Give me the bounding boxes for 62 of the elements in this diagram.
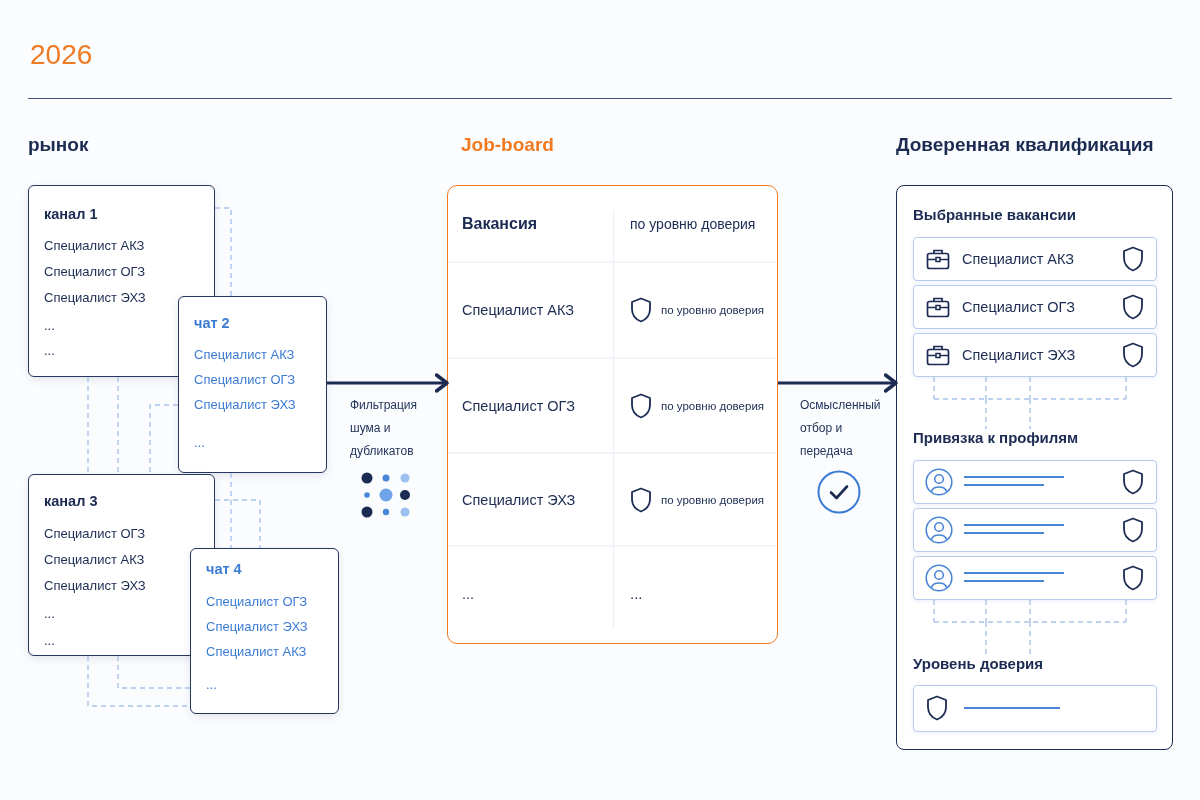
list-item: Специалист ЭХЗ — [206, 618, 308, 636]
dashed-connector — [933, 376, 1127, 430]
column-header: Вакансия — [462, 215, 538, 233]
trust-level-card — [913, 685, 1157, 732]
column-heading: рынок — [28, 133, 89, 157]
column-header: по уровню доверия — [630, 215, 756, 233]
list-item: Специалист ЭХЗ — [44, 577, 146, 595]
section-heading: Уровень доверия — [913, 655, 1044, 673]
column-heading: Доверенная квалификация — [896, 133, 1154, 157]
dashed-connector — [149, 404, 179, 475]
dashed-connector — [117, 376, 119, 475]
vacancy-name: Специалист ОГЗ — [462, 396, 575, 415]
vacancy-card — [913, 285, 1157, 329]
ellipsis-text: ... — [630, 585, 643, 603]
trust-level-label: по уровню доверия — [661, 303, 765, 318]
card-title: канал 3 — [44, 492, 98, 510]
section-heading: Привязка к профилям — [913, 429, 1079, 447]
card-title: чат 4 — [206, 560, 242, 578]
vacancy-card — [913, 333, 1157, 377]
chat-card — [178, 296, 327, 473]
ellipsis-text: ... — [462, 585, 475, 603]
vacancy-name: Специалист ЭХЗ — [462, 490, 576, 509]
list-item: Специалист ОГЗ — [206, 593, 308, 611]
dashed-connector — [214, 207, 232, 297]
page-title: 2026 — [30, 38, 93, 72]
ellipsis-text: ... — [44, 632, 55, 650]
list-item: Специалист ОГЗ — [44, 263, 146, 281]
trust-level-label: по уровню доверия — [661, 492, 765, 508]
vacancy-name: Специалист ОГЗ — [962, 297, 1075, 316]
card-title: чат 2 — [194, 314, 230, 332]
vacancy-name: Специалист АКЗ — [962, 249, 1075, 268]
dashed-connector — [214, 499, 261, 549]
column-heading: Job-board — [461, 133, 554, 157]
dashed-connector — [230, 472, 232, 549]
dashed-connector — [87, 376, 89, 475]
ellipsis-text: ... — [44, 605, 55, 623]
profile-card — [913, 508, 1157, 552]
list-item: Специалист ЭХЗ — [194, 396, 296, 414]
list-item: Специалист АКЗ — [44, 237, 145, 255]
list-item: Специалист ОГЗ — [44, 525, 146, 543]
arrow — [327, 373, 449, 393]
list-item: Специалист ОГЗ — [194, 371, 296, 389]
profile-card — [913, 556, 1157, 600]
ellipsis-text: ... — [44, 317, 55, 335]
list-item: Специалист ЭХЗ — [44, 289, 146, 307]
chat-card — [190, 548, 339, 714]
vacancy-card — [913, 237, 1157, 281]
dashed-connector — [117, 655, 191, 689]
list-item: Специалист АКЗ — [44, 551, 145, 569]
ellipsis-text: ... — [194, 434, 205, 452]
list-item: Специалист АКЗ — [206, 643, 307, 661]
vacancy-name: Специалист ЭХЗ — [962, 345, 1076, 364]
card-title: канал 1 — [44, 205, 98, 223]
arrow — [778, 373, 898, 393]
trust-level-label: по уровню доверия — [661, 398, 765, 414]
section-heading: Выбранные вакансии — [913, 206, 1076, 224]
vacancy-name: Специалист АКЗ — [462, 301, 575, 319]
ellipsis-text: ... — [206, 676, 217, 694]
list-item: Специалист АКЗ — [194, 346, 295, 364]
profile-card — [913, 460, 1157, 504]
ellipsis-text: ... — [44, 342, 55, 360]
dashed-connector — [933, 599, 1127, 656]
